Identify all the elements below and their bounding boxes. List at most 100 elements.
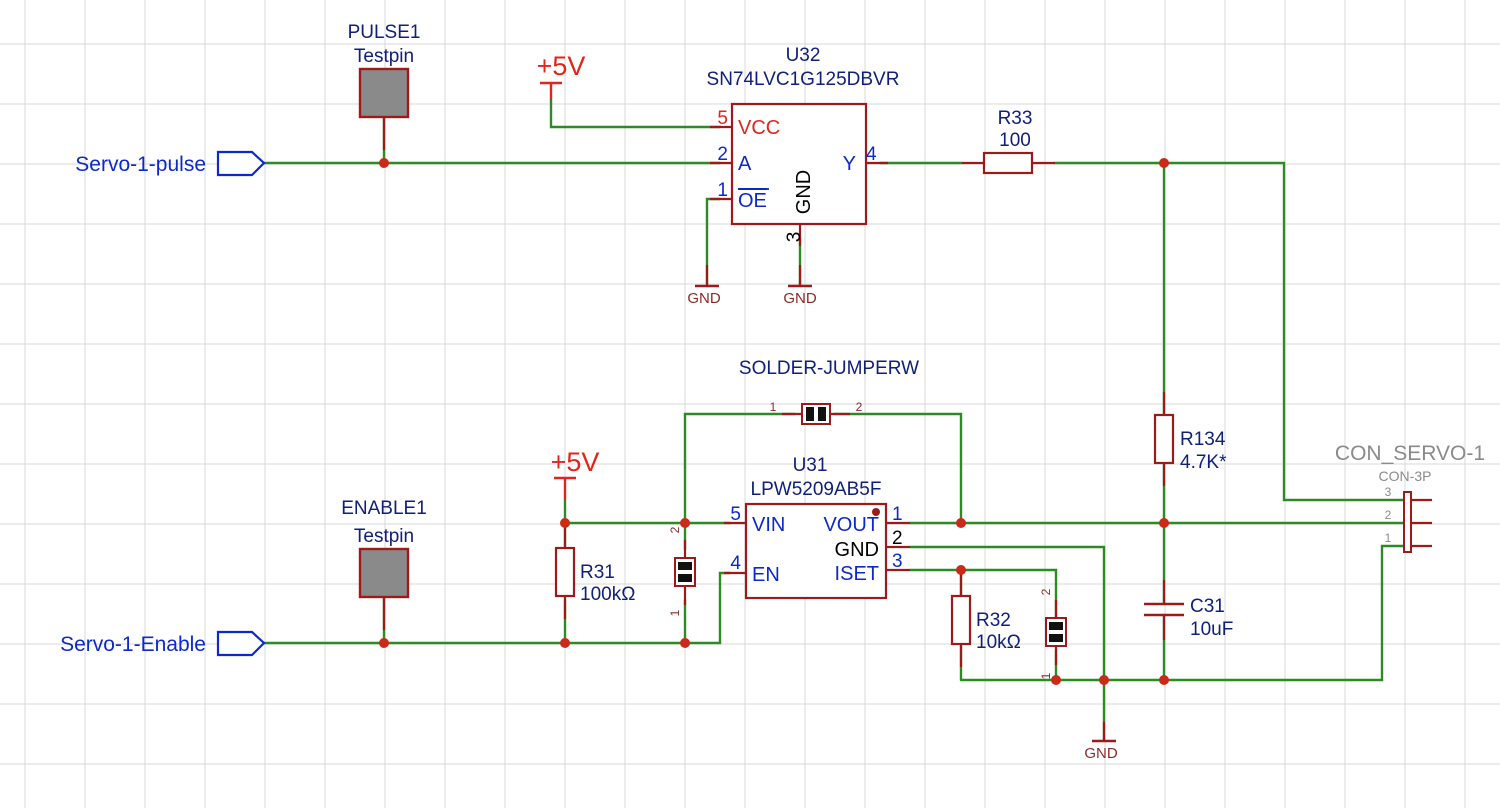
jumper-pad	[1049, 634, 1063, 642]
pin-name: VIN	[752, 514, 785, 536]
junction-dot	[560, 518, 570, 528]
jumper-ref: SOLDER-JUMPERW	[739, 358, 919, 379]
ic-u32-ref: U32	[786, 45, 821, 66]
pin-number: 2	[892, 528, 903, 549]
pin-name: OE	[738, 190, 767, 212]
net-port-icon	[216, 150, 266, 177]
resistor-r134[interactable]: R134 4.7K*	[1153, 392, 1227, 486]
net-label-text: Servo-1-pulse	[75, 153, 206, 176]
net-label-servo-pulse[interactable]: Servo-1-pulse	[75, 150, 266, 177]
pin1-marker-icon	[872, 508, 880, 516]
pin-number: 2	[717, 144, 728, 165]
testpin-pulse1[interactable]: PULSE1 Testpin	[348, 22, 421, 150]
ic-u31[interactable]: U31 LPW5209AB5F 5 4 1 2 3 VIN EN VOUT GN…	[724, 455, 910, 600]
ic-u31-part: LPW5209AB5F	[751, 479, 882, 500]
testpin-enable1[interactable]: ENABLE1 Testpin	[341, 498, 427, 630]
ic-u32-part: SN74LVC1G125DBVR	[707, 69, 900, 90]
testpin-enable-value: Testpin	[354, 526, 414, 547]
pin-number: 1	[892, 504, 903, 525]
ic-u31-body	[744, 502, 888, 600]
net-label-text: Servo-1-Enable	[60, 633, 206, 656]
junction-dot	[379, 638, 389, 648]
resistor-body	[554, 546, 576, 598]
connector-part: CON-3P	[1379, 468, 1432, 484]
pin-number: 4	[730, 553, 741, 574]
ic-u32-body	[730, 102, 868, 226]
junction-dot	[1099, 675, 1109, 685]
pin-name: A	[738, 153, 752, 175]
resistor-ref: R33	[998, 108, 1033, 129]
junction-dot	[379, 158, 389, 168]
testpin-enable-ref: ENABLE1	[341, 498, 427, 519]
solder-jumper-w[interactable]: SOLDER-JUMPERW 1 2	[739, 358, 919, 425]
junction-dot	[956, 565, 966, 575]
testpin-pulse-value: Testpin	[354, 46, 414, 67]
testpin-pulse-ref: PULSE1	[348, 22, 421, 43]
gnd-symbol-u32[interactable]: GND	[783, 265, 817, 307]
junction-dot	[1159, 158, 1169, 168]
jumper-pin-number: 1	[668, 609, 682, 616]
resistor-r32[interactable]: R32 10kΩ	[950, 573, 1021, 667]
gnd-symbol-bottom[interactable]: GND	[1084, 722, 1118, 762]
pin-name: VCC	[738, 117, 780, 139]
connector-ref: CON_SERVO-1	[1335, 442, 1485, 465]
resistor-body	[950, 594, 972, 646]
connector-con-servo-1[interactable]: CON_SERVO-1 CON-3P 3 2 1	[1335, 442, 1485, 553]
resistor-body	[1153, 413, 1175, 465]
pin-name: VOUT	[823, 514, 879, 536]
wire-u32-oe-gnd	[705, 197, 722, 287]
junction-dot	[956, 518, 966, 528]
jumper-pin-number: 2	[668, 526, 682, 533]
pin-number: 1	[717, 180, 728, 201]
gnd-label: GND	[783, 290, 817, 307]
connector-pin-number: 3	[1385, 485, 1392, 499]
resistor-value: 4.7K*	[1180, 452, 1227, 473]
wire-jumper-left	[683, 412, 797, 525]
jumper-pad	[818, 407, 826, 421]
gnd-symbol-oe[interactable]: GND	[687, 265, 721, 307]
power-label: +5V	[551, 447, 600, 477]
pin-name: Y	[843, 153, 856, 175]
connector-pin-number: 1	[1385, 531, 1392, 545]
capacitor-c31[interactable]: C31 10uF	[1144, 580, 1233, 640]
power-plus5v-top[interactable]: +5V	[537, 51, 586, 100]
resistor-r31[interactable]: R31 100kΩ	[554, 525, 635, 619]
wire-gnd-bus	[959, 544, 1407, 682]
ic-u31-ref: U31	[793, 455, 828, 476]
resistor-body	[982, 151, 1034, 175]
ic-u32[interactable]: U32 SN74LVC1G125DBVR 5 2 1 4 3 VCC A OE …	[707, 45, 900, 246]
gnd-label: GND	[687, 290, 721, 307]
connector-body	[1403, 491, 1412, 553]
resistor-ref: R31	[580, 562, 615, 583]
solder-jumper-vin-en[interactable]: 2 1	[668, 526, 696, 616]
power-plus5v-bottom[interactable]: +5V	[551, 447, 600, 500]
pin-number: 3	[892, 551, 903, 572]
pin-number: 3	[784, 232, 805, 243]
resistor-value: 100	[999, 130, 1031, 151]
net-label-servo-enable[interactable]: Servo-1-Enable	[60, 630, 266, 657]
gnd-label: GND	[1084, 745, 1118, 762]
resistor-value: 10kΩ	[976, 632, 1021, 653]
wire-r33-out	[1053, 161, 1407, 502]
resistor-value: 100kΩ	[580, 584, 635, 605]
pin-name: GND	[835, 539, 879, 561]
jumper-pad	[678, 562, 692, 570]
resistor-ref: R32	[976, 610, 1011, 631]
pin-name: GND	[793, 170, 815, 214]
junction-dot	[1159, 675, 1169, 685]
jumper-pad	[806, 407, 814, 421]
solder-jumper-iset[interactable]: 2 1	[1039, 588, 1067, 679]
connector-pin-number: 2	[1385, 508, 1392, 522]
jumper-pin-number: 2	[856, 400, 863, 414]
jumper-pad	[678, 574, 692, 582]
jumper-pad	[1049, 622, 1063, 630]
junction-dot	[680, 638, 690, 648]
junctions	[379, 158, 1169, 685]
jumper-pin-number: 2	[1039, 588, 1053, 595]
resistor-r33[interactable]: R33 100	[962, 108, 1055, 175]
capacitor-value: 10uF	[1190, 619, 1233, 640]
junction-dot	[1159, 518, 1169, 528]
pin-number: 5	[730, 504, 741, 525]
